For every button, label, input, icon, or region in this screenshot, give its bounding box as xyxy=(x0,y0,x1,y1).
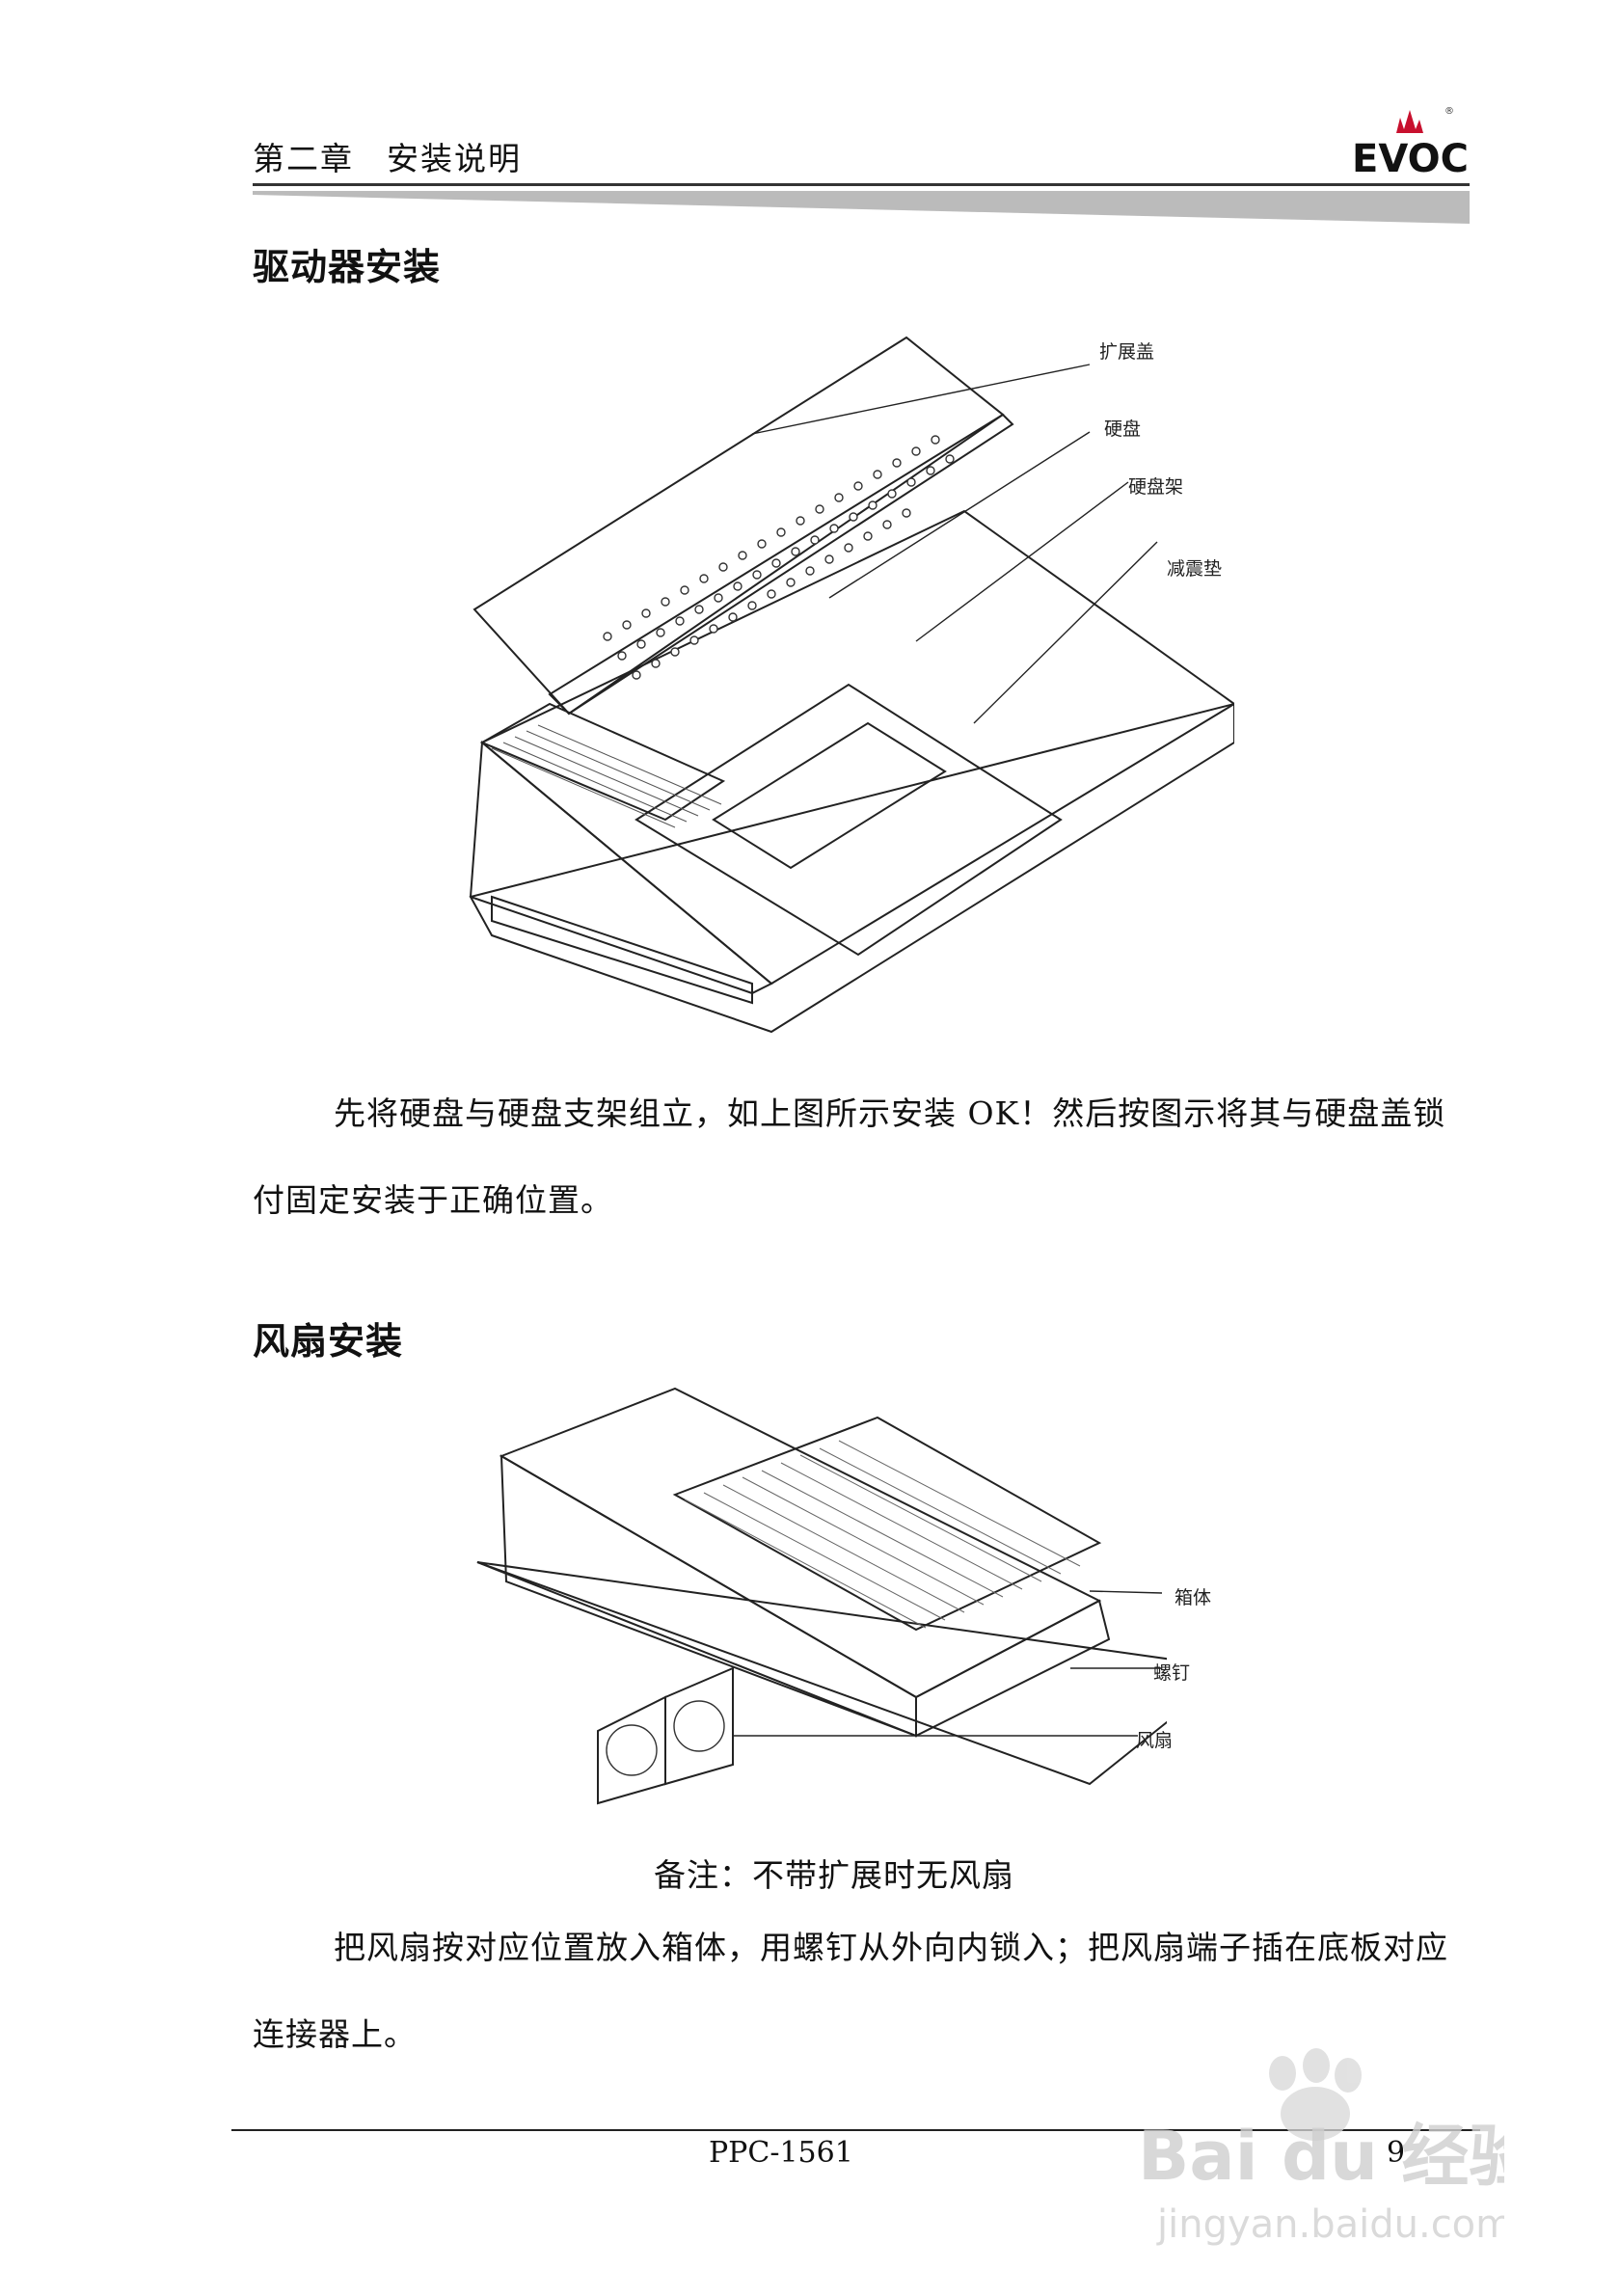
callout-expansion-cover: 扩展盖 xyxy=(1099,341,1155,363)
callout-damping-pad: 减震垫 xyxy=(1167,558,1223,580)
header-rule xyxy=(253,183,1470,224)
fan-install-diagram xyxy=(476,1387,1167,1805)
svg-text:®: ® xyxy=(1444,106,1454,117)
page-number: 9 xyxy=(1387,2136,1406,2170)
callout-screw: 螺钉 xyxy=(1153,1662,1191,1684)
chapter-heading: 第二章安装说明 xyxy=(253,133,522,179)
footer-model: PPC-1561 xyxy=(709,2136,853,2170)
section-title-drive: 驱动器安装 xyxy=(253,245,442,288)
callout-disk-bracket: 硬盘架 xyxy=(1128,476,1184,498)
svg-text:jingyan.baidu.com: jingyan.baidu.com xyxy=(1156,2202,1504,2247)
drive-install-paragraph: 先将硬盘与硬盘支架组立，如上图所示安装 OK！然后按图示将其与硬盘盖锁付固定安装… xyxy=(253,1094,1446,1219)
baidu-jingyan-watermark: Bai du 经验 jingyan.baidu.com xyxy=(1138,2048,1504,2247)
chapter-title: 安装说明 xyxy=(387,140,522,177)
callout-enclosure: 箱体 xyxy=(1174,1587,1212,1608)
svg-text:EVOC: EVOC xyxy=(1352,137,1469,181)
footer-rule xyxy=(231,2129,1480,2131)
callout-hard-disk: 硬盘 xyxy=(1104,419,1142,440)
fan-figure-caption: 备注：不带扩展时无风扇 xyxy=(654,1856,1014,1894)
fan-install-paragraph: 把风扇按对应位置放入箱体，用螺钉从外向内锁入；把风扇端子插在底板对应连接器上。 xyxy=(253,1929,1448,2053)
drive-install-diagram xyxy=(469,336,1234,1034)
section-title-fan: 风扇安装 xyxy=(253,1319,404,1363)
svg-text:Bai du 经验: Bai du 经验 xyxy=(1138,2117,1504,2196)
callout-fan: 风扇 xyxy=(1136,1730,1174,1751)
evoc-logo: ® EVOC xyxy=(1352,106,1469,181)
chapter-number: 第二章 xyxy=(253,140,354,177)
